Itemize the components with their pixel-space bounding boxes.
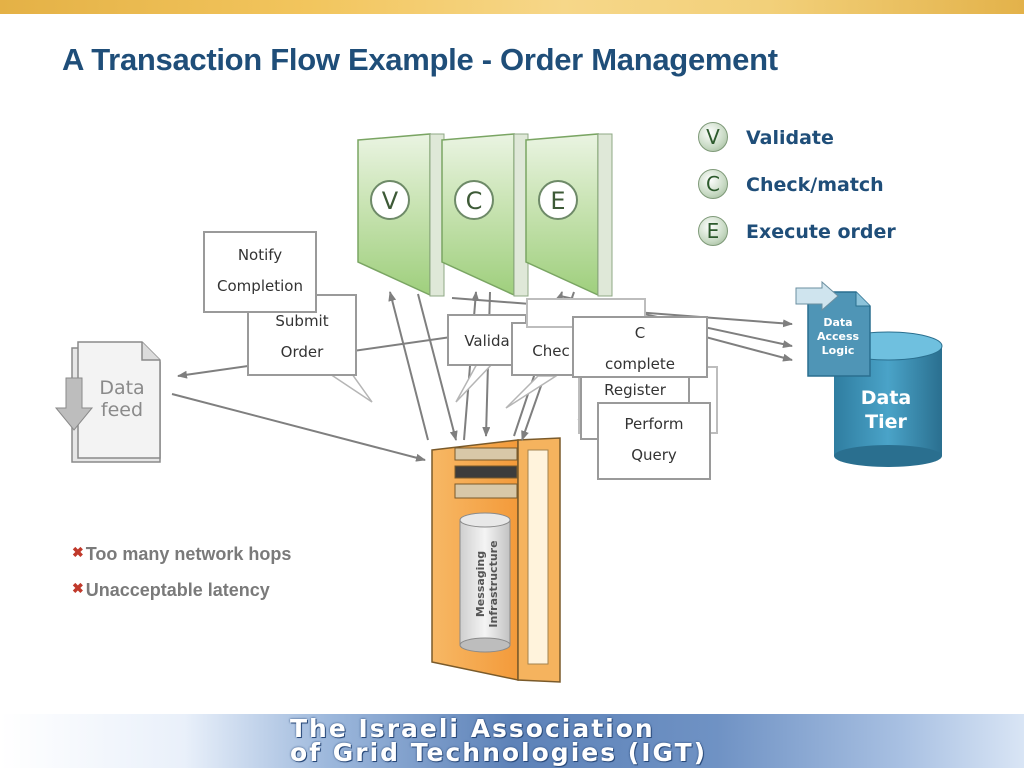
data-feed-line1: Data xyxy=(99,377,144,399)
note-perform-query: Perform Query xyxy=(597,402,711,480)
cross-icon: ✖ xyxy=(72,544,84,560)
note-perform-line1: Perform xyxy=(624,415,684,433)
note-notify-completion: Notify Completion xyxy=(203,231,317,313)
execute-icon: E xyxy=(698,216,728,246)
slide-title: A Transaction Flow Example - Order Manag… xyxy=(62,42,778,77)
bullet-latency: ✖Unacceptable latency xyxy=(72,580,270,601)
messaging-cabinet: Messaging Infrastructure xyxy=(431,437,561,683)
bullet-network-hops: ✖Too many network hops xyxy=(72,544,291,565)
note-complete-line2: complete xyxy=(604,355,676,373)
arrow-messaging-to-v xyxy=(388,291,429,441)
check-icon: C xyxy=(698,169,728,199)
server-execute: E xyxy=(525,133,613,297)
note-check-text: Chec xyxy=(532,342,570,360)
data-access-line2: Access xyxy=(817,330,860,343)
note-complete-line1: C xyxy=(634,324,646,342)
validate-icon: V xyxy=(698,122,728,152)
server-c-label: C xyxy=(466,187,483,215)
bullet-network-hops-text: Too many network hops xyxy=(85,544,292,564)
data-access-line3: Logic xyxy=(822,344,855,357)
data-tier-line1: Data xyxy=(861,387,912,409)
data-feed-icon: Data feed xyxy=(54,341,161,463)
data-tier-line2: Tier xyxy=(865,411,907,433)
footer-banner: The Israeli Association of Grid Technolo… xyxy=(0,714,1024,768)
note-register-text: Register xyxy=(604,381,666,399)
arrow-v-to-messaging xyxy=(417,293,458,441)
note-submit-line1: Submit xyxy=(275,312,329,330)
server-e-label: E xyxy=(550,187,565,215)
footer-line2: of Grid Technologies (IGT) xyxy=(290,738,708,767)
footer-line1: The Israeli Association xyxy=(290,714,655,743)
legend-label-validate: Validate xyxy=(746,127,834,149)
top-accent-bar xyxy=(0,0,1024,14)
data-access-logic-icon: Data Access Logic xyxy=(795,280,871,377)
note-notify-line2: Completion xyxy=(217,277,303,295)
note-validate-text: Valida xyxy=(464,332,510,350)
note-submit-line2: Order xyxy=(280,343,324,361)
server-v-label: V xyxy=(382,187,399,215)
data-access-line1: Data xyxy=(823,316,852,329)
note-perform-line2: Query xyxy=(631,446,677,464)
arrow-feed-to-messaging xyxy=(171,393,426,462)
note-complete: C complete xyxy=(572,316,708,378)
messaging-line2: Infrastructure xyxy=(487,540,500,627)
data-feed-line2: feed xyxy=(101,399,143,421)
cross-icon: ✖ xyxy=(72,580,84,596)
legend-label-check: Check/match xyxy=(746,174,884,196)
messaging-line1: Messaging xyxy=(474,551,487,617)
note-notify-line1: Notify xyxy=(237,246,283,264)
transaction-flow-diagram: V C E Data feed Data Tier Data Access Lo… xyxy=(54,133,943,683)
bullet-latency-text: Unacceptable latency xyxy=(85,580,270,600)
legend-label-execute: Execute order xyxy=(746,221,896,243)
server-check: C xyxy=(441,133,529,297)
server-validate: V xyxy=(357,133,445,297)
